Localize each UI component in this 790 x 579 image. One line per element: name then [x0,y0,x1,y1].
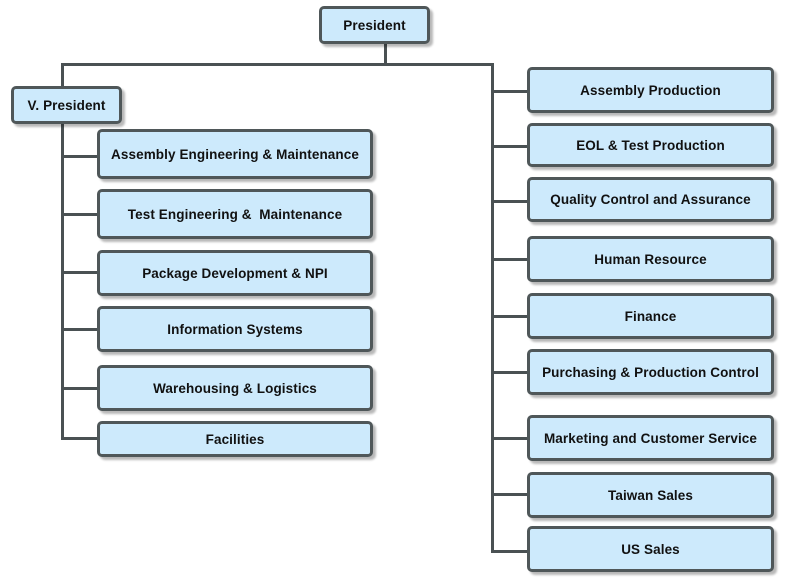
connector-right-tick [491,550,529,553]
connector-president-stem [384,42,387,65]
connector-left-tick [61,155,99,158]
connector-right-tick [491,371,529,374]
connector-vp-stem [61,63,64,87]
connector-left-vertical [61,122,64,440]
connector-right-tick [491,145,529,148]
left-unit-box: Package Development & NPI [97,250,373,296]
right-unit-box: Quality Control and Assurance [527,177,774,222]
connector-right-vertical [491,63,494,553]
right-unit-box: Purchasing & Production Control [527,349,774,395]
right-unit-box: Finance [527,293,774,339]
president-box: President [319,6,430,44]
connector-right-tick [491,493,529,496]
connector-left-tick [61,271,99,274]
left-unit-box: Assembly Engineering & Maintenance [97,129,373,179]
left-unit-box: Test Engineering & Maintenance [97,189,373,239]
right-unit-box: Assembly Production [527,67,774,113]
connector-right-tick [491,90,529,93]
connector-right-tick [491,200,529,203]
right-unit-box: US Sales [527,526,774,572]
right-unit-box: EOL & Test Production [527,123,774,167]
connector-left-tick [61,437,99,440]
left-unit-box: Facilities [97,421,373,457]
connector-left-tick [61,387,99,390]
right-unit-box: Marketing and Customer Service [527,415,774,461]
left-unit-box: Warehousing & Logistics [97,365,373,411]
left-unit-box: Information Systems [97,306,373,352]
right-unit-box: Human Resource [527,236,774,282]
right-unit-box: Taiwan Sales [527,472,774,518]
vice-president-box: V. President [11,86,122,124]
connector-top-horizontal [61,63,494,66]
connector-right-tick [491,315,529,318]
connector-left-tick [61,328,99,331]
connector-right-tick [491,437,529,440]
connector-right-tick [491,258,529,261]
connector-left-tick [61,213,99,216]
